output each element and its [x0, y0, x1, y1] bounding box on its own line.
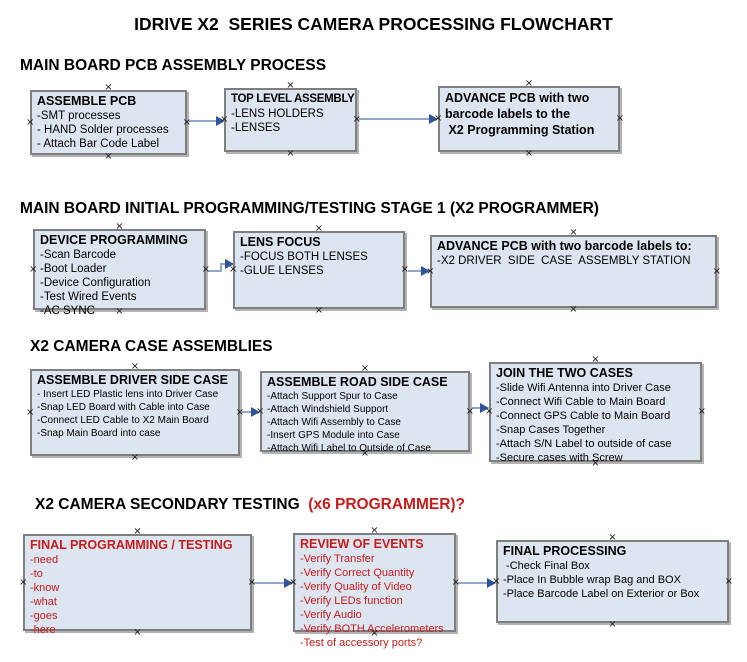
box-lines: -FOCUS BOTH LENSES -GLUE LENSES [240, 250, 398, 278]
box-line: -FOCUS BOTH LENSES [240, 251, 368, 263]
flow-arrowhead-icon [216, 116, 225, 126]
box-line: -here [30, 624, 56, 636]
box-lines: ADVANCE PCB with two barcode labels to th… [445, 90, 613, 138]
box-title: ASSEMBLE ROAD SIDE CASE [267, 375, 448, 389]
box-lines: -Scan Barcode -Boot Loader -Device Configu… [40, 248, 199, 318]
box-line: -LENSES [231, 122, 281, 134]
box-line: -Attach Windshield Support [267, 404, 389, 415]
box-line: -Test Wired Events [40, 291, 137, 303]
box-line: -Attach Support Spur to Case [267, 391, 398, 402]
box-lines: -SMT processes - HAND Solder processes - A… [37, 109, 180, 151]
box-line: -Verify Audio [300, 609, 362, 621]
box-line: -Verify BOTH Accelerometers [300, 623, 444, 635]
box-line: -Secure cases with Screw [496, 452, 623, 464]
box-line: -Test of accessory ports? [300, 637, 423, 649]
box-line: -Slide Wifi Antenna into Driver Case [496, 382, 671, 394]
box-line: -Attach S/N Label to outside of case [496, 438, 672, 450]
box-line: -GLUE LENSES [240, 265, 324, 277]
flow-box-lens-focus: × × × × LENS FOCUS -FOCUS BOTH LENSES-GL… [229, 224, 409, 316]
box-line: -what [30, 596, 57, 608]
box-line: -know [30, 582, 60, 594]
box-line: -Insert GPS Module into Case [267, 430, 400, 441]
box-line: X2 Programming Station [445, 123, 595, 137]
box-title: ASSEMBLE DRIVER SIDE CASE [37, 373, 229, 387]
box-line: - HAND Solder processes [37, 124, 169, 136]
box-line: -Connect Wifi Cable to Main Board [496, 396, 666, 408]
section-header-initial-programming: MAIN BOARD INITIAL PROGRAMMING/TESTING S… [20, 200, 599, 217]
section-header-red-part: (x6 PROGRAMMER)? [308, 496, 466, 513]
box-line: -Verify Transfer [300, 553, 375, 565]
box-line: -Boot Loader [40, 263, 107, 275]
box-line: -Connect GPS Cable to Main Board [496, 410, 671, 422]
section-header-secondary-testing: X2 CAMERA SECONDARY TESTING (x6 PROGRAMM… [35, 496, 465, 514]
box-line: -Snap Main Board into case [37, 428, 161, 439]
box-title: JOIN THE TWO CASES [496, 366, 633, 380]
flow-arrowhead-icon [421, 266, 430, 276]
flow-box-final-processing: × × × × FINAL PROCESSING -Check Final Bo… [492, 533, 733, 630]
box-line: -Snap LED Board with Cable into Case [37, 402, 210, 413]
section-header-pcb-assembly: MAIN BOARD PCB ASSEMBLY PROCESS [20, 57, 327, 74]
flow-box-final-programming-testing: × × × × FINAL PROGRAMMING / TESTING -nee… [19, 527, 256, 638]
flow-arrow [207, 263, 226, 272]
box-lines: -Check Final Box -Place In Bubble wrap Ba… [503, 559, 722, 601]
box-line: -Attach Wifi Assembly to Case [267, 417, 401, 428]
box-line: -Attach Wifi Label to Outside of Case [267, 443, 431, 454]
box-line: -LENS HOLDERS [231, 108, 324, 120]
box-title: FINAL PROCESSING [503, 544, 627, 558]
flow-box-device-programming: × × × × DEVICE PROGRAMMING -Scan Barcode… [29, 222, 210, 318]
box-line: -Scan Barcode [40, 249, 117, 261]
box-line: -X2 DRIVER SIDE CASE ASSEMBLY STATION [437, 255, 691, 267]
box-lines: -Slide Wifi Antenna into Driver Case -Con… [496, 381, 695, 465]
flow-arrowhead-icon [480, 403, 489, 413]
flow-arrowhead-icon [487, 578, 496, 588]
box-line: -goes [30, 610, 58, 622]
page-title: IDRIVE X2 SERIES CAMERA PROCESSING FLOWC… [134, 14, 613, 34]
box-line: -Check Final Box [503, 560, 590, 572]
box-title: ADVANCE PCB with two barcode labels to: [437, 239, 692, 253]
flow-arrowhead-icon [225, 259, 234, 269]
box-title: TOP LEVEL ASSEMBLY [231, 93, 355, 105]
box-line: -need [30, 554, 59, 566]
box-lines: - Insert LED Plastic lens into Driver Ca… [37, 388, 233, 440]
box-line: -Connect LED Cable to X2 Main Board [37, 415, 209, 426]
box-line: -Device Configuration [40, 277, 151, 289]
section-header-black-part: X2 CAMERA SECONDARY TESTING [35, 496, 309, 513]
box-line: -Verify Correct Quantity [300, 567, 415, 579]
box-line: -Snap Cases Together [496, 424, 606, 436]
box-title: ASSEMBLE PCB [37, 94, 137, 108]
flow-arrowhead-icon [251, 407, 260, 417]
section-header-case-assemblies: X2 CAMERA CASE ASSEMBLIES [30, 338, 273, 355]
box-lines: -Attach Support Spur to Case -Attach Wind… [267, 390, 463, 455]
box-title: LENS FOCUS [240, 235, 321, 249]
box-lines: -LENS HOLDERS -LENSES [231, 107, 350, 135]
box-title: REVIEW OF EVENTS [300, 537, 424, 551]
flow-box-assemble-driver-side-case: × × × × ASSEMBLE DRIVER SIDE CASE - Inse… [26, 362, 244, 463]
box-line: -SMT processes [37, 110, 121, 122]
flow-box-assemble-pcb: × × × × ASSEMBLE PCB -SMT processes- HAN… [26, 83, 191, 162]
flow-arrowhead-icon [429, 114, 438, 124]
box-line: -Verify LEDs function [300, 595, 403, 607]
box-line: - Insert LED Plastic lens into Driver Ca… [37, 389, 219, 400]
box-title: DEVICE PROGRAMMING [40, 233, 188, 247]
box-line: -Place In Bubble wrap Bag and BOX [503, 574, 681, 586]
box-line: -Verify Quality of Video [300, 581, 412, 593]
box-line: - Attach Bar Code Label [37, 138, 160, 150]
flow-box-review-of-events: × × × × REVIEW OF EVENTS -Verify Transfe… [289, 526, 460, 650]
box-title: FINAL PROGRAMMING / TESTING [30, 538, 233, 552]
box-line: -AC SYNC [40, 305, 95, 317]
flow-box-advance-pcb-driver-side-station: × × × × ADVANCE PCB with two barcode lab… [426, 228, 721, 315]
flow-box-join-the-two-cases: × × × × JOIN THE TWO CASES -Slide Wifi A… [485, 355, 706, 469]
box-line: ADVANCE PCB with two [445, 91, 590, 105]
flow-box-top-level-assembly: × × × × TOP LEVEL ASSEMBLY -LENS HOLDERS… [220, 81, 361, 159]
box-line: barcode labels to the [445, 107, 571, 121]
flow-box-assemble-road-side-case: × × × × ASSEMBLE ROAD SIDE CASE -Attach … [256, 364, 474, 459]
box-line: -to [30, 568, 43, 580]
box-line: -Place Barcode Label on Exterior or Box [503, 588, 700, 600]
box-lines: -need -to -know -what -goes -here [30, 553, 245, 637]
box-lines: -X2 DRIVER SIDE CASE ASSEMBLY STATION [437, 254, 710, 268]
flow-arrowhead-icon [284, 578, 293, 588]
box-lines: -Verify Transfer -Verify Correct Quantity… [300, 552, 449, 650]
